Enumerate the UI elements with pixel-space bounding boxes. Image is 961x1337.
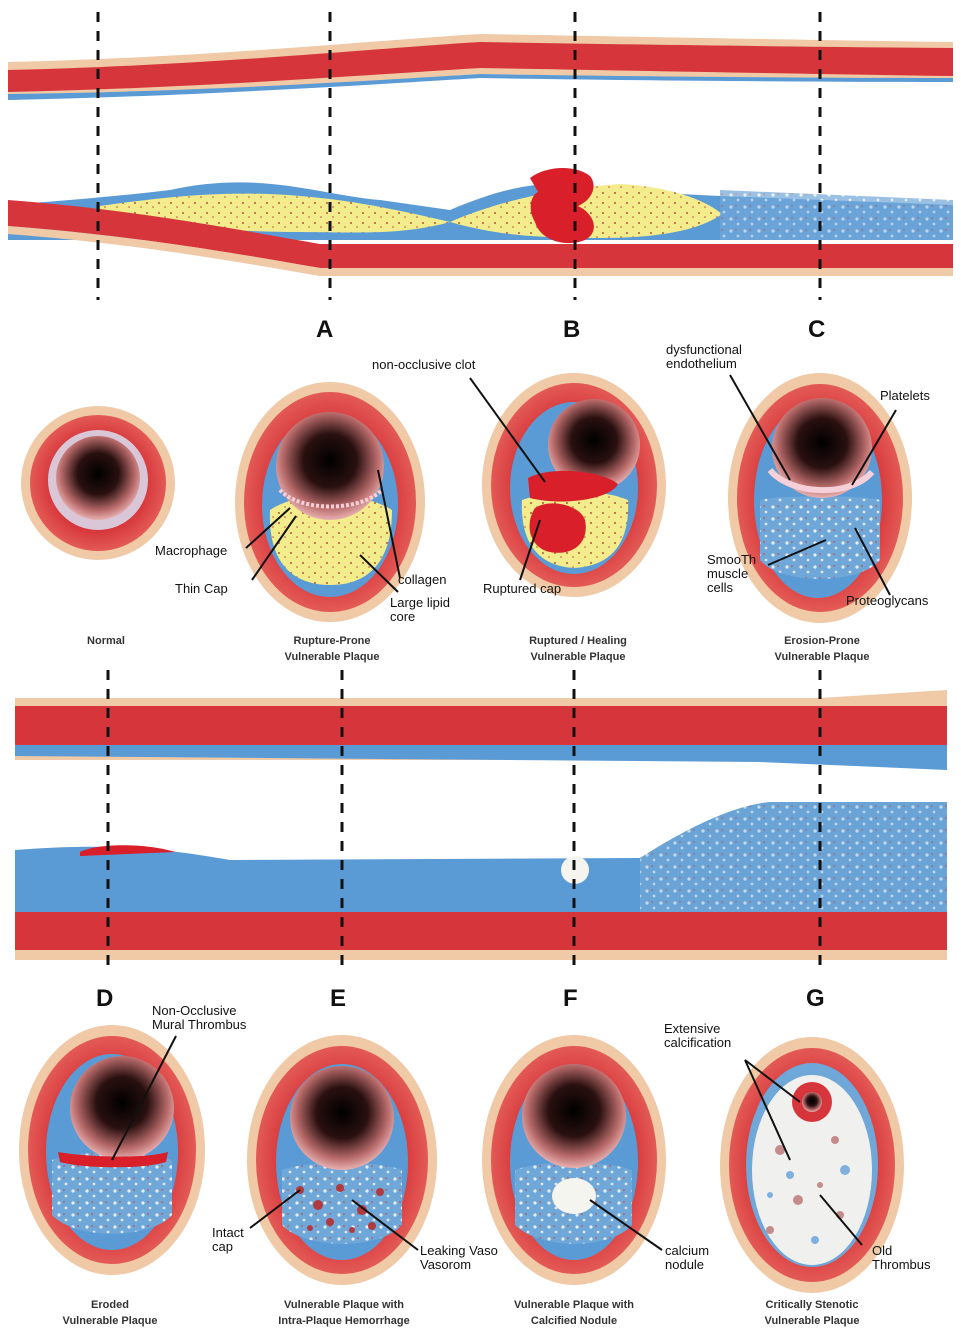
label-smooth-muscle-cells: SmooTh muscle cells: [707, 553, 756, 595]
label-collagen: collagen: [398, 573, 446, 587]
caption-a: Rupture-Prone Vulnerable Plaque: [232, 633, 432, 665]
caption-d: Eroded Vulnerable Plaque: [10, 1297, 210, 1329]
cross-section-a: [235, 382, 425, 622]
caption-f: Vulnerable Plaque with Calcified Nodule: [474, 1297, 674, 1329]
label-large-lipid-core: Large lipid core: [390, 596, 450, 624]
label-non-occlusive-mural-thrombus: Non-Occlusive Mural Thrombus: [152, 1004, 246, 1032]
label-old-thrombus: Old Thrombus: [872, 1244, 931, 1272]
section-label-e: E: [330, 985, 346, 1013]
section-label-f: F: [563, 985, 578, 1013]
caption-b: Ruptured / Healing Vulnerable Plaque: [478, 633, 678, 665]
section-label-b: B: [563, 316, 580, 344]
label-dysfunctional-endothelium: dysfunctional endothelium: [666, 343, 742, 371]
label-macrophage: Macrophage: [155, 544, 227, 558]
section-label-d: D: [96, 985, 113, 1013]
cross-section-e: [247, 1035, 437, 1285]
cross-section-b: [482, 373, 666, 597]
label-extensive-calcification: Extensive calcification: [664, 1022, 731, 1050]
caption-c: Erosion-Prone Vulnerable Plaque: [722, 633, 922, 665]
cross-section-normal: [21, 406, 175, 560]
label-leaking-vasa-vasorum: Leaking Vaso Vasorom: [420, 1244, 498, 1272]
label-thin-cap: Thin Cap: [175, 582, 228, 596]
section-label-c: C: [808, 316, 825, 344]
label-ruptured-cap: Ruptured cap: [483, 582, 561, 596]
top-vessel: [8, 34, 953, 276]
section-label-a: A: [316, 316, 333, 344]
label-non-occlusive-clot: non-occlusive clot: [372, 358, 475, 372]
bottom-vessel: [15, 690, 947, 960]
caption-g: Critically Stenotic Vulnerable Plaque: [712, 1297, 912, 1329]
label-calcium-nodule: calcium nodule: [665, 1244, 709, 1272]
caption-normal: Normal: [6, 633, 206, 649]
cross-section-d: [19, 1025, 205, 1275]
cross-section-f: [482, 1035, 666, 1285]
label-intact-cap: Intact cap: [212, 1226, 244, 1254]
label-proteoglycans: Proteoglycans: [846, 594, 928, 608]
section-label-g: G: [806, 985, 825, 1013]
caption-e: Vulnerable Plaque with Intra-Plaque Hemo…: [244, 1297, 444, 1329]
label-platelets: Platelets: [880, 389, 930, 403]
